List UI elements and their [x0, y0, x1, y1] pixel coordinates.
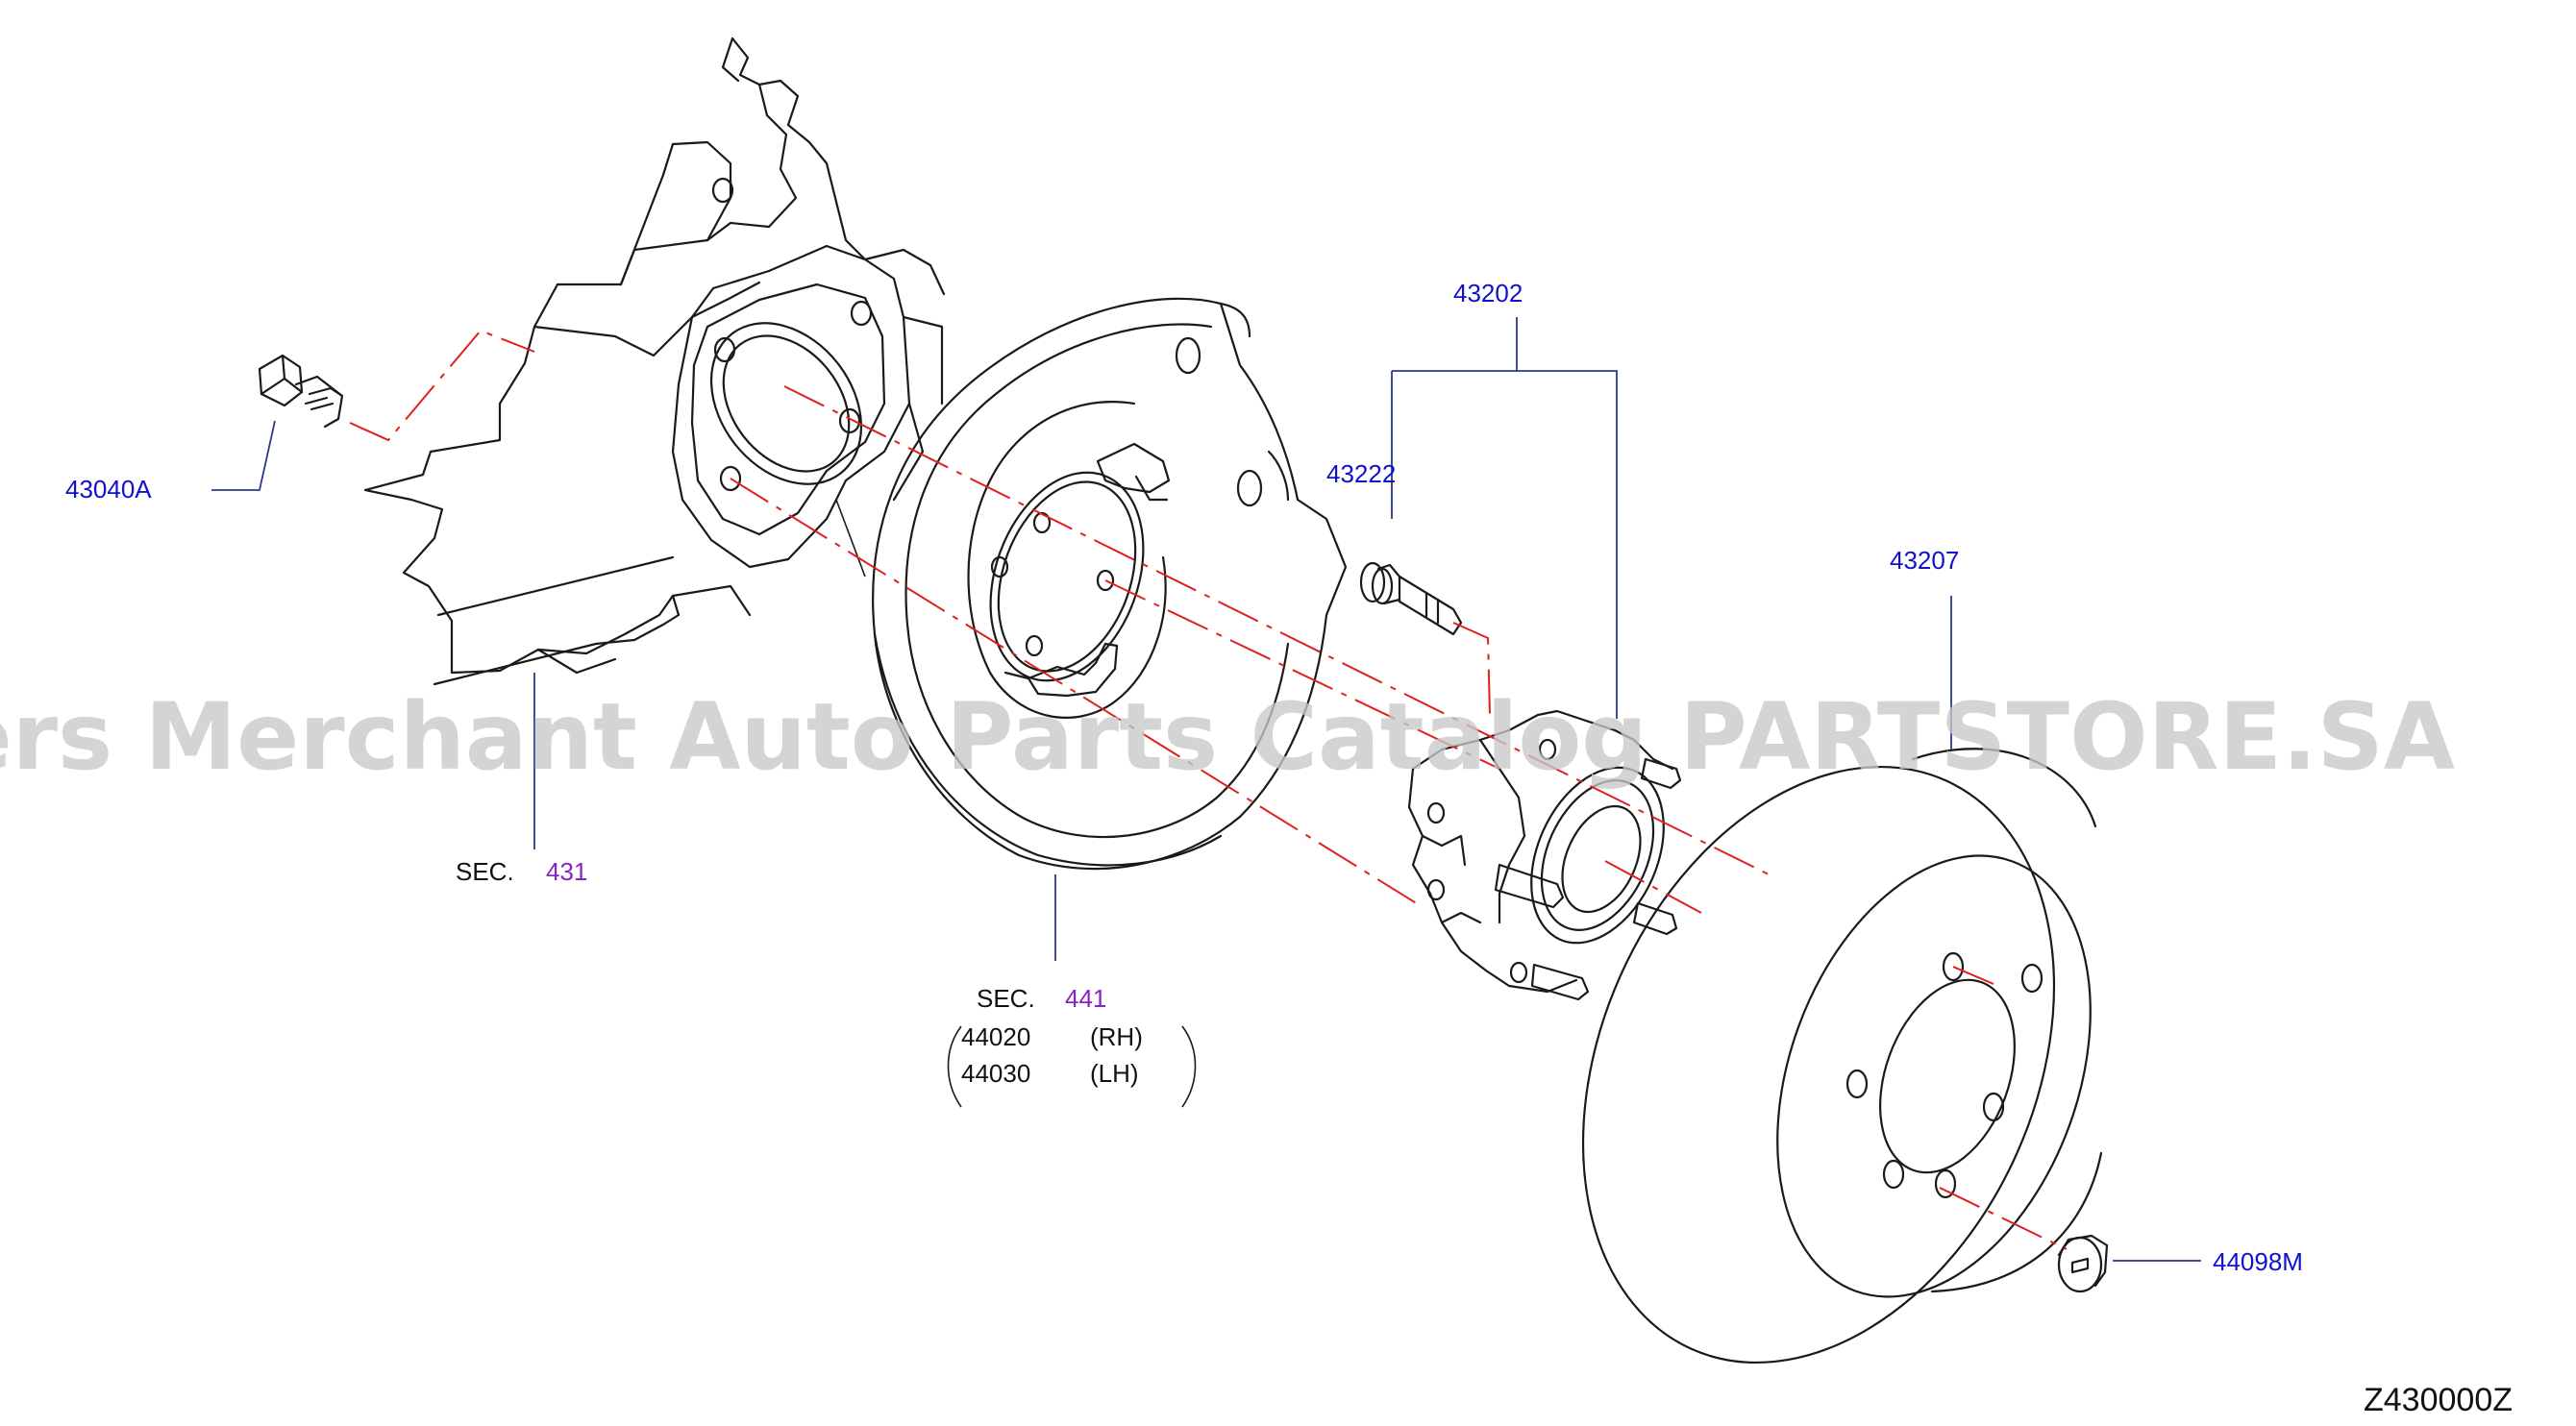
section-label-knuckle-number[interactable]: 431	[546, 857, 587, 886]
alignment-center-lines	[349, 329, 2068, 1250]
section-label-backplate-number[interactable]: 441	[1065, 984, 1106, 1013]
backplate-variant-list: 44020 (RH) 44030 (LH)	[947, 1022, 1197, 1108]
part-label-44098m[interactable]: 44098M	[2213, 1247, 2303, 1276]
plug-44098m-drawing	[2057, 1234, 2109, 1293]
bolt-43040a-drawing	[258, 354, 344, 429]
hub-assembly-43202-drawing	[1407, 709, 1682, 1001]
hub-bolt-43222-drawing	[1359, 561, 1463, 636]
backplate-variant-part: 44020	[961, 1022, 1030, 1051]
section-label-backplate-prefix: SEC.	[977, 984, 1035, 1013]
backplate-variant-part: 44030	[961, 1059, 1030, 1088]
disc-rotor-43207-drawing	[1581, 748, 2103, 1365]
part-label-43040a[interactable]: 43040A	[65, 475, 152, 504]
part-label-43202[interactable]: 43202	[1453, 279, 1523, 307]
part-label-43207[interactable]: 43207	[1890, 546, 1959, 575]
backplate-variant-side: (LH)	[1090, 1059, 1139, 1088]
backing-plate-drawing	[872, 297, 1348, 871]
part-label-43222[interactable]: 43222	[1326, 459, 1396, 488]
watermark-text: Offers Merchant Auto Parts Catalog PARTS…	[0, 683, 2455, 791]
diagram-code: Z430000Z	[2364, 1382, 2513, 1418]
leader-lines	[211, 317, 2201, 1262]
backplate-variant-side: (RH)	[1090, 1022, 1143, 1051]
knuckle-drawing	[363, 37, 946, 686]
section-label-knuckle-prefix: SEC.	[456, 857, 514, 886]
